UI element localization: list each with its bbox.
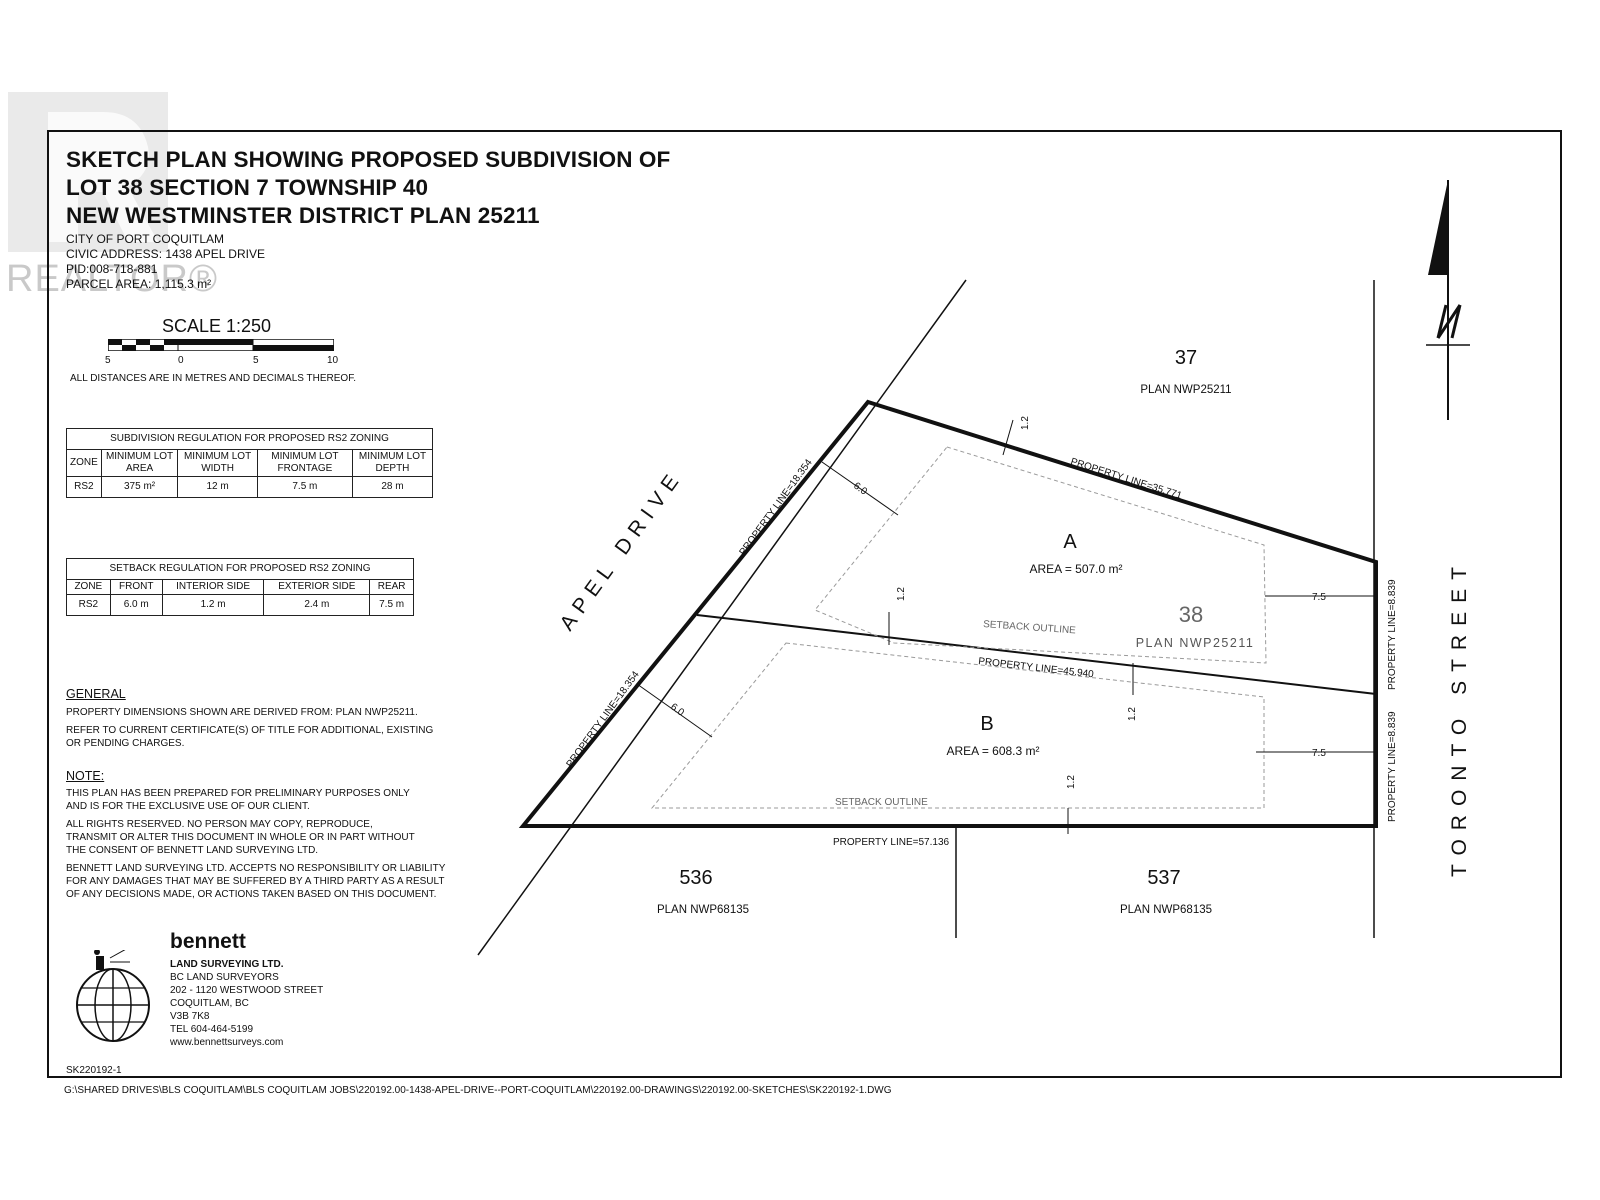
scale-tick-2: 5 [253,355,259,366]
header-cell: MINIMUM LOT DEPTH [351,449,434,477]
proposed-lot-line [696,614,1377,695]
dim-side-a-bot: 1.2 [896,587,907,601]
dim-front-b: 6.0 [668,702,686,719]
header-cell: MINIMUM LOT AREA [100,449,179,477]
note-line: FOR ANY DAMAGES THAT MAY BE SUFFERED BY … [66,876,445,887]
lot-537-plan: PLAN NWP68135 [1120,904,1212,916]
firm-logo-name: bennett [170,930,246,953]
firm-line: TEL 604-464-5199 [170,1024,254,1035]
property-line-south: PROPERTY LINE=57.136 [833,837,950,848]
lot-a-area: AREA = 507.0 m² [1029,562,1122,576]
street-apel-drive: APEL DRIVE [555,465,687,635]
property-line-north: PROPERTY LINE=35.771 [1069,456,1183,502]
lot-37-plan: PLAN NWP25211 [1140,384,1231,396]
setback-outline-b [650,642,1265,809]
table-cell: 1.2 m [161,594,265,616]
note-line: TRANSMIT OR ALTER THIS DOCUMENT IN WHOLE… [66,832,415,843]
setback-outline-a [814,446,1267,664]
lot-38-number: 38 [1179,602,1203,627]
dim-side-a-top: 1.2 [1020,416,1031,430]
general-heading: GENERAL [66,687,126,701]
dimension-marks [636,419,1376,834]
note-line: BENNETT LAND SURVEYING LTD. ACCEPTS NO R… [66,863,446,874]
scale-title: SCALE 1:250 [162,316,272,336]
table-cell: 6.0 m [109,594,163,616]
scale-bar [108,339,334,351]
street-toronto-street: TORONTO STREET [1448,558,1471,877]
table-cell: 2.4 m [263,594,371,616]
scale-tick-3: 10 [327,355,339,366]
pid-text: PID:008-718-881 [66,262,158,276]
realtor-logo [8,92,168,257]
sketch-number: SK220192-1 [66,1065,122,1076]
title-line-1: SKETCH PLAN SHOWING PROPOSED SUBDIVISION… [66,147,671,172]
north-arrow-icon [1426,180,1470,420]
firm-line: V3B 7K8 [170,1011,210,1022]
lot-537-number: 537 [1147,867,1180,889]
realtor-watermark-text: REALTOR® [6,258,218,300]
lot-38-plan: PLAN NWP25211 [1136,636,1255,650]
subdivision-table: SUBDIVISION REGULATION FOR PROPOSED RS2 … [66,428,434,498]
firm-line: 202 - 1120 WESTWOOD STREET [170,985,324,996]
note-line: THIS PLAN HAS BEEN PREPARED FOR PRELIMIN… [66,788,410,799]
scale-tick-0: 5 [105,355,111,366]
table-cell: 7.5 m [369,594,414,616]
table-cell: 28 m [351,476,434,498]
general-section: GENERAL PROPERTY DIMENSIONS SHOWN ARE DE… [66,688,433,750]
property-line-east-a: PROPERTY LINE=8.839 [1387,579,1398,690]
title-line-2: LOT 38 SECTION 7 TOWNSHIP 40 [66,175,429,200]
dim-rear-b: 7.5 [1312,748,1326,759]
lot-536-number: 536 [679,867,712,889]
dim-side-b-top: 1.2 [1127,707,1138,721]
general-p2b: OR PENDING CHARGES. [66,738,185,749]
table-cell: 12 m [177,476,258,498]
setback-label-b: SETBACK OUTLINE [835,797,928,808]
general-p1: PROPERTY DIMENSIONS SHOWN ARE DERIVED FR… [66,707,418,718]
note-section: NOTE: THIS PLAN HAS BEEN PREPARED FOR PR… [66,770,445,901]
firm-name: LAND SURVEYING LTD. [170,959,284,970]
lot-37-number: 37 [1175,347,1197,369]
scale-tick-1: 0 [178,355,184,366]
setback-table: SETBACK REGULATION FOR PROPOSED RS2 ZONI… [66,558,414,616]
firm-line: COQUITLAM, BC [170,998,249,1009]
table-cell: RS2 [66,476,102,498]
table-cell: 375 m² [100,476,179,498]
note-line: OF ANY DECISIONS MADE, OR ACTIONS TAKEN … [66,889,437,900]
lot-a-label: A [1063,531,1077,553]
lot-b-label: B [980,713,993,735]
note-line: AND IS FOR THE EXCLUSIVE USE OF OUR CLIE… [66,801,310,812]
parcel-info: CITY OF PORT COQUITLAM CIVIC ADDRESS: 14… [66,232,265,292]
header-cell: MINIMUM LOT FRONTAGE [256,449,353,477]
property-line-west-b: PROPERTY LINE=18.354 [565,669,642,770]
setback-label-a: SETBACK OUTLINE [983,619,1077,636]
lot-b-area: AREA = 608.3 m² [946,744,1039,758]
parcel-outline [518,399,1378,828]
title-line-3: NEW WESTMINSTER DISTRICT PLAN 25211 [66,203,540,228]
firm-line: BC LAND SURVEYORS [170,972,279,983]
dim-front-a: 6.0 [851,481,869,498]
note-heading: NOTE: [66,769,105,783]
general-p2a: REFER TO CURRENT CERTIFICATE(S) OF TITLE… [66,725,434,736]
file-path: G:\SHARED DRIVES\BLS COQUITLAM\BLS COQUI… [64,1085,892,1096]
firm-details: LAND SURVEYING LTD. BC LAND SURVEYORS 20… [170,958,323,1049]
drawing-border [47,130,1562,1078]
distance-note: ALL DISTANCES ARE IN METRES AND DECIMALS… [70,373,356,384]
plan-title: SKETCH PLAN SHOWING PROPOSED SUBDIVISION… [66,146,670,230]
property-line-east-b: PROPERTY LINE=8.839 [1387,711,1398,822]
lot-536-plan: PLAN NWP68135 [657,904,749,916]
firm-website: www.bennettsurveys.com [170,1037,284,1048]
city-text: CITY OF PORT COQUITLAM [66,232,225,246]
parcel-area: PARCEL AREA: 1,115.3 m² [66,277,212,291]
civic-address: CIVIC ADDRESS: 1438 APEL DRIVE [66,247,265,261]
dim-rear-a: 7.5 [1312,592,1326,603]
table-cell: 7.5 m [256,476,353,498]
note-line: ALL RIGHTS RESERVED. NO PERSON MAY COPY,… [66,819,373,830]
dim-side-b-bot: 1.2 [1066,775,1077,789]
globe-logo-icon [76,950,150,1042]
note-line: THE CONSENT OF BENNETT LAND SURVEYING LT… [66,845,319,856]
